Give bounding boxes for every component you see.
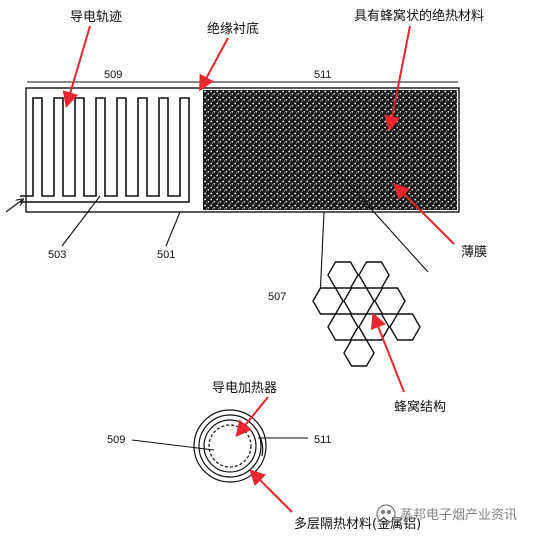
wechat-icon bbox=[376, 504, 396, 524]
arrow-insulating-substrate bbox=[199, 37, 229, 92]
track-entry-arrow bbox=[5, 200, 22, 213]
ref-507: 507 bbox=[268, 291, 286, 303]
arrow-conductive-heater bbox=[235, 396, 269, 438]
label-insulating-substrate: 绝缘衬底 bbox=[207, 21, 259, 37]
ref-509-bottom: 509 bbox=[107, 434, 125, 446]
ref-511-bottom: 511 bbox=[314, 434, 332, 446]
arrow-film bbox=[393, 183, 455, 245]
ref-509-top: 509 bbox=[104, 69, 122, 81]
leader-507-left bbox=[319, 211, 325, 299]
watermark-text: 蒸邦电子烟产业资讯 bbox=[400, 508, 517, 523]
label-multilayer-insulation: 多层隔热材料(金属铝) bbox=[294, 516, 421, 532]
coil-heater bbox=[193, 409, 267, 483]
serpentine-track bbox=[20, 97, 190, 203]
label-honeycomb-structure: 蜂窝结构 bbox=[394, 399, 446, 415]
honeycomb-structure bbox=[312, 261, 421, 367]
ref-501: 501 bbox=[157, 249, 175, 261]
label-honeycomb-insulation: 具有蜂窝状的绝热材料 bbox=[354, 8, 484, 24]
arrow-conductive-track bbox=[62, 25, 91, 108]
substrate-strip bbox=[5, 81, 460, 213]
honeycomb-cell bbox=[343, 339, 375, 367]
leader-501 bbox=[165, 211, 181, 247]
red-arrows bbox=[62, 25, 455, 513]
honeycomb-cell bbox=[312, 287, 344, 315]
honeycomb-insulation-area bbox=[203, 90, 457, 210]
honeycomb-cell bbox=[327, 261, 359, 289]
arrow-honeycomb-insulation bbox=[384, 25, 411, 132]
honeycomb-cell bbox=[358, 261, 390, 289]
honeycomb-cell bbox=[374, 287, 406, 315]
arrow-honeycomb-structure bbox=[370, 312, 405, 393]
honeycomb-cell bbox=[343, 287, 375, 315]
ref-503: 503 bbox=[48, 249, 66, 261]
label-conductive-track: 导电轨迹 bbox=[70, 10, 122, 25]
ref-511-top: 511 bbox=[314, 69, 332, 81]
leader-503 bbox=[61, 195, 101, 247]
label-conductive-heater: 导电加热器 bbox=[212, 381, 277, 396]
watermark: 蒸邦电子烟产业资讯 bbox=[376, 504, 517, 524]
honeycomb-cell bbox=[327, 313, 359, 341]
honeycomb-cell bbox=[389, 313, 421, 341]
leader-507-right bbox=[335, 169, 429, 273]
arrow-multilayer-insulation bbox=[249, 469, 293, 513]
leader-509-bottom bbox=[131, 439, 215, 451]
label-film: 薄膜 bbox=[461, 245, 487, 260]
